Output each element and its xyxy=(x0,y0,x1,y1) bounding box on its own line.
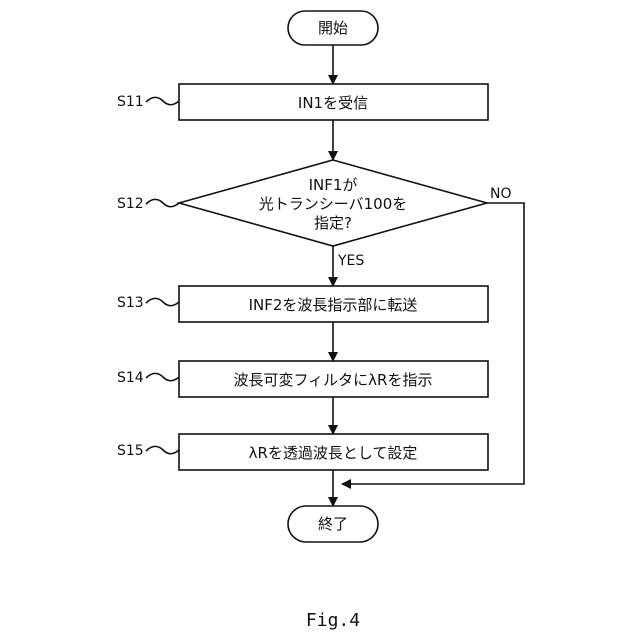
step-s14: S14 波長可変フィルタにλRを指示 xyxy=(117,361,488,397)
step-id-s13: S13 xyxy=(117,295,144,311)
step-id-s14: S14 xyxy=(117,370,144,386)
start-terminal: 開始 xyxy=(288,11,378,45)
step-s11: S11 IN1を受信 xyxy=(117,84,488,120)
step-id-s11: S11 xyxy=(117,94,144,110)
decision-line-3: 指定? xyxy=(314,214,352,232)
figure-caption: Fig.4 xyxy=(306,610,360,631)
start-label: 開始 xyxy=(318,19,348,37)
end-label: 終了 xyxy=(318,515,348,533)
step-id-s15: S15 xyxy=(117,443,144,459)
leader-s11 xyxy=(146,97,179,104)
leader-s12 xyxy=(146,199,179,206)
step-s15: S15 λRを透過波長として設定 xyxy=(117,434,488,470)
leader-s14 xyxy=(146,373,179,380)
branch-no-label: NO xyxy=(490,186,512,202)
step-id-s12: S12 xyxy=(117,196,144,212)
decision-line-1: INF1が xyxy=(309,176,358,194)
leader-s13 xyxy=(146,298,179,305)
decision-line-2: 光トランシーバ100を xyxy=(259,195,407,213)
step-text-s11: IN1を受信 xyxy=(298,94,368,112)
end-terminal: 終了 xyxy=(288,506,378,542)
step-s13: S13 INF2を波長指示部に転送 xyxy=(117,286,488,322)
step-text-s14: 波長可変フィルタにλRを指示 xyxy=(233,371,432,389)
branch-yes-label: YES xyxy=(337,253,364,269)
leader-s15 xyxy=(146,446,179,453)
step-text-s13: INF2を波長指示部に転送 xyxy=(249,296,418,314)
step-text-s15: λRを透過波長として設定 xyxy=(249,444,418,462)
step-s12-decision: S12 INF1が 光トランシーバ100を 指定? xyxy=(117,160,487,246)
